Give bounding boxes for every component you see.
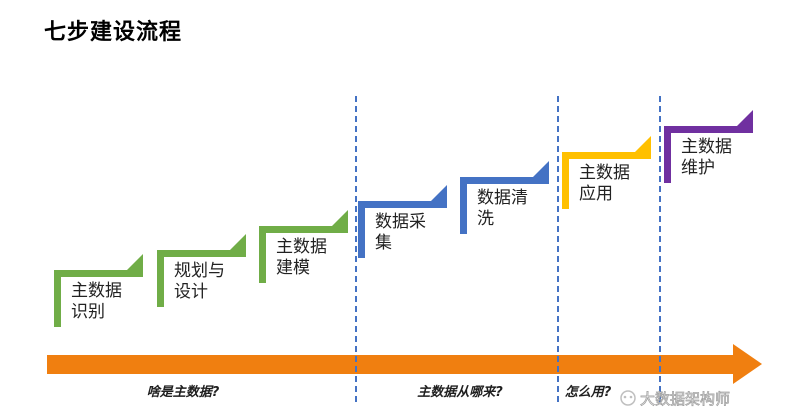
step-label-line: 数据采 [375,212,426,232]
step-label-line: 应用 [579,184,613,204]
step-label: 主数据建模 [276,237,327,278]
process-step: 主数据维护 [664,110,753,183]
step-label-line: 主数据 [681,137,732,157]
step-label: 数据清洗 [477,188,528,229]
process-step: 主数据建模 [259,210,348,283]
page-title: 七步建设流程 [44,20,183,45]
step-corner-triangle [635,136,651,152]
step-label-line: 设计 [174,282,208,302]
step-label-line: 建模 [276,258,310,278]
process-step: 数据采集 [358,185,447,258]
watermark-logo-dot [629,395,633,399]
process-step: 规划与设计 [157,234,246,307]
step-top-bar [157,250,246,257]
step-top-bar [664,126,753,133]
timeline-arrow-head [733,344,762,384]
step-top-bar [54,270,143,277]
step-stem [54,270,61,327]
step-label-line: 规划与 [174,261,225,281]
step-label-line: 识别 [71,302,105,322]
step-label: 主数据应用 [579,163,630,204]
step-top-bar [259,226,348,233]
step-label: 主数据维护 [681,137,732,178]
phase-label: 啥是主数据? [147,384,220,400]
step-label: 主数据识别 [71,281,122,322]
step-top-bar [460,177,549,184]
step-label-line: 主数据 [71,281,122,301]
process-step: 数据清洗 [460,161,549,234]
step-stem [259,226,266,283]
step-stem [460,177,467,234]
step-stem [358,201,365,258]
timeline-arrow-shaft [47,355,735,374]
process-step: 主数据识别 [54,254,143,327]
process-step: 主数据应用 [562,136,651,209]
phase-label: 主数据从哪来? [417,384,503,400]
watermark-text: 大数据架构师 [640,390,730,408]
step-top-bar [358,201,447,208]
step-label-line: 集 [375,233,392,253]
watermark-logo-dot [623,395,627,399]
step-label-line: 维护 [681,158,715,178]
step-stem [157,250,164,307]
step-stem [562,152,569,209]
step-corner-triangle [431,185,447,201]
step-label-line: 主数据 [579,163,630,183]
step-top-bar [562,152,651,159]
step-label: 数据采集 [375,212,426,253]
step-stem [664,126,671,183]
step-label-line: 数据清 [477,188,528,208]
step-corner-triangle [332,210,348,226]
phase-label: 怎么用? [565,384,612,400]
watermark-logo-icon [620,390,636,406]
step-label: 规划与设计 [174,261,225,302]
step-corner-triangle [737,110,753,126]
step-corner-triangle [127,254,143,270]
step-label-line: 洗 [477,209,494,229]
step-label-line: 主数据 [276,237,327,257]
step-corner-triangle [230,234,246,250]
step-corner-triangle [533,161,549,177]
